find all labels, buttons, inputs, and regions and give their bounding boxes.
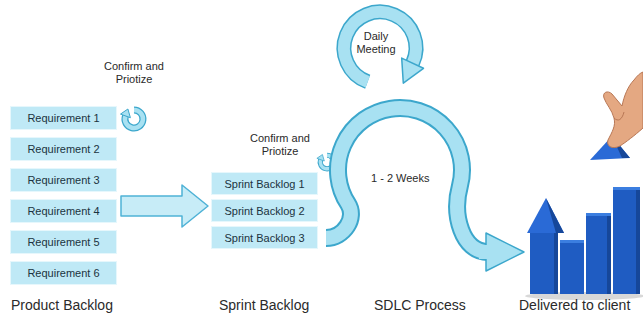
box-text: Sprint Backlog 3 (224, 232, 304, 244)
box-text: Requirement 4 (27, 205, 99, 217)
block (530, 232, 558, 294)
sprint-backlog-box: Sprint Backlog 3 (211, 226, 318, 249)
block-side (554, 232, 558, 294)
block-top (560, 240, 584, 243)
box-text: Requirement 5 (27, 236, 99, 248)
box-text: Requirement 6 (27, 267, 99, 279)
requirement-box: Requirement 2 (10, 137, 117, 161)
sprint-cycle-outline (326, 108, 488, 252)
block-top (586, 213, 611, 216)
sprint-cycle (326, 108, 524, 271)
box-text: Requirement 3 (27, 174, 99, 186)
requirement-box: Requirement 1 (10, 106, 117, 130)
box-text: Sprint Backlog 1 (224, 178, 304, 190)
step-note: Confirm and Priotize (104, 60, 164, 86)
block-top (613, 187, 640, 190)
sprint-cycle-band (326, 108, 488, 252)
roof-block (527, 198, 564, 233)
flow-arrow (121, 185, 208, 227)
sprint-backlog-box: Sprint Backlog 1 (211, 172, 318, 195)
stage-label: SDLC Process (374, 297, 466, 314)
hand (604, 72, 643, 148)
block (586, 216, 611, 294)
blocks-illustration (525, 72, 643, 300)
step-note: Confirm and Priotize (250, 132, 310, 158)
cycle-icon-head (317, 155, 324, 162)
daily-loop (344, 12, 424, 83)
block-side (607, 216, 611, 294)
box-text: Requirement 2 (27, 143, 99, 155)
requirement-box: Requirement 4 (10, 199, 117, 223)
block (560, 242, 584, 294)
roof-block-side (546, 198, 564, 233)
box-text: Sprint Backlog 2 (224, 205, 304, 217)
cycle-icon-head (121, 109, 131, 118)
sprint-cycle-head (486, 233, 524, 271)
requirement-box: Requirement 5 (10, 230, 117, 254)
cycle-icon (121, 109, 143, 128)
sprint-cycle-join (479, 245, 488, 259)
duration-label: 1 - 2 Weeks (371, 172, 430, 185)
stage-label: Delivered to client (519, 297, 630, 314)
stage-label: Product Backlog (11, 297, 113, 314)
loop-label: Daily Meeting (351, 30, 401, 56)
block-side (636, 190, 640, 294)
requirement-box: Requirement 3 (10, 168, 117, 192)
stage-label: Sprint Backlog (219, 297, 309, 314)
box-text: Requirement 1 (27, 112, 99, 124)
daily-loop-head (402, 58, 424, 83)
requirement-box: Requirement 6 (10, 261, 117, 285)
hand-crease (614, 112, 624, 120)
block (613, 190, 640, 294)
sprint-backlog-box: Sprint Backlog 2 (211, 199, 318, 222)
